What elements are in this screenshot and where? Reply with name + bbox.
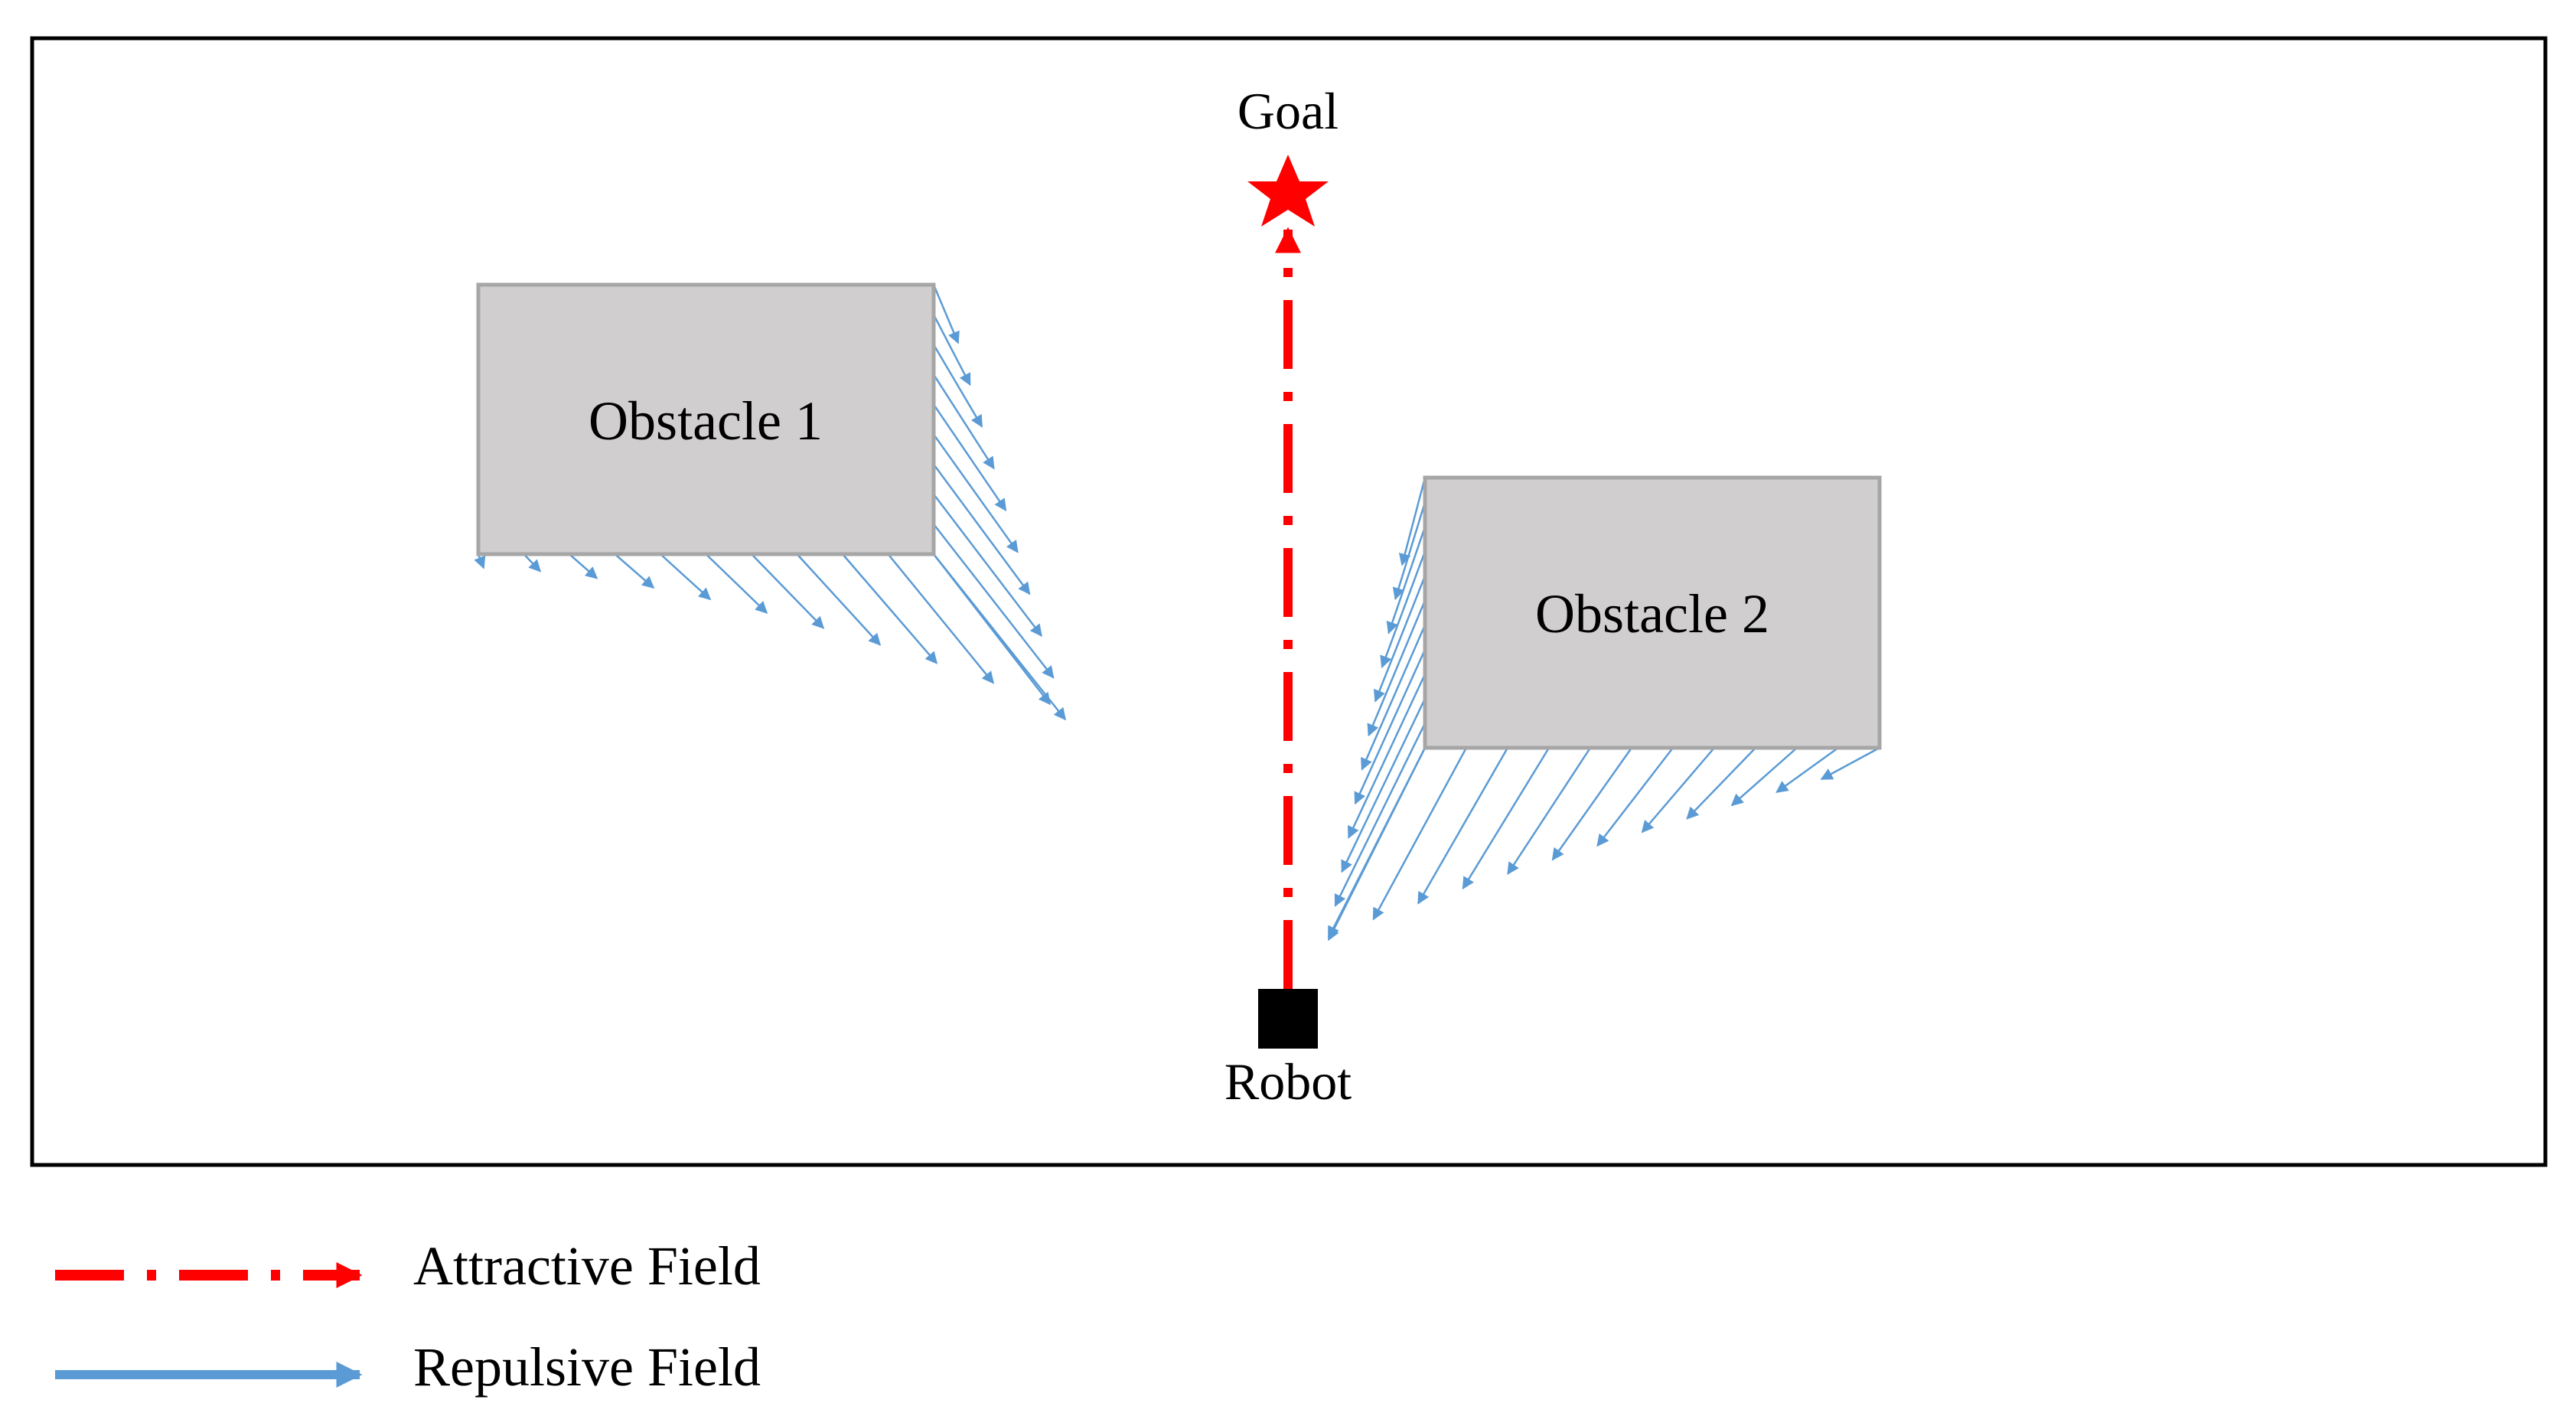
goal-label: Goal — [1237, 82, 1339, 140]
repulsive-arrow — [1373, 575, 1427, 703]
repulsive-arrow — [1341, 698, 1427, 873]
obstacle-1 — [476, 282, 936, 556]
repulsive-arrow — [1367, 599, 1427, 737]
legend-repulsive-label: Repulsive Field — [413, 1336, 761, 1398]
legend: Attractive Field Repulsive Field — [55, 1235, 761, 1398]
repulsive-arrow — [1596, 747, 1674, 847]
repulsive-arrow — [523, 553, 542, 573]
repulsive-arrow — [932, 284, 960, 344]
repulsive-arrow — [1334, 723, 1427, 907]
repulsive-arrow — [1392, 501, 1427, 601]
repulsive-arrow — [1730, 747, 1798, 807]
repulsive-arrow — [932, 314, 971, 387]
repulsive-arrow — [474, 553, 486, 569]
repulsive-arrow — [1507, 747, 1592, 876]
repulsive-arrow — [751, 553, 825, 629]
repulsive-arrow — [1641, 747, 1715, 834]
repulsive-arrow — [614, 553, 655, 589]
repulsive-arrow — [1354, 649, 1427, 805]
repulsive-arrow — [660, 553, 712, 601]
repulsive-arrow — [1327, 747, 1427, 939]
repulsive-arrow — [1820, 746, 1880, 781]
repulsive-arrow — [932, 374, 995, 470]
repulsive-arrow — [796, 553, 882, 646]
repulsive-arrow — [1361, 625, 1427, 771]
repulsive-arrow — [1462, 747, 1550, 890]
repulsive-arrow — [569, 553, 598, 579]
repulsive-arrow — [1417, 747, 1509, 905]
robot-label: Robot — [1224, 1052, 1352, 1111]
repulsive-arrow — [1380, 550, 1427, 669]
repulsive-arrow — [932, 463, 1031, 595]
repulsive-arrow — [842, 553, 938, 664]
goal-star-icon — [1247, 155, 1329, 227]
repulsive-arrow — [1348, 674, 1427, 839]
repulsive-arrow — [887, 553, 995, 684]
repulsive-arrow — [1386, 526, 1427, 635]
repulsive-arrow — [933, 553, 1066, 721]
repulsive-arrow — [932, 403, 1007, 511]
repulsive-field-obstacle-1 — [474, 284, 1066, 721]
repulsive-arrow — [932, 433, 1019, 553]
legend-attractive-label: Attractive Field — [413, 1235, 761, 1297]
repulsive-arrow — [1686, 747, 1756, 820]
robot-square-icon — [1258, 989, 1318, 1049]
obstacle-2 — [1423, 475, 1882, 750]
repulsive-arrow — [1398, 477, 1427, 566]
repulsive-arrow — [1551, 747, 1633, 861]
repulsive-arrow — [932, 344, 983, 428]
obstacle-1-label: Obstacle 1 — [589, 390, 823, 452]
obstacle-2-label: Obstacle 2 — [1535, 583, 1769, 644]
repulsive-arrow — [933, 524, 1055, 679]
repulsive-arrow — [1775, 746, 1839, 794]
repulsive-field-obstacle-2 — [1327, 477, 1880, 941]
repulsive-arrow — [1372, 747, 1468, 921]
repulsive-arrow — [933, 494, 1042, 637]
repulsive-arrow — [705, 553, 768, 614]
